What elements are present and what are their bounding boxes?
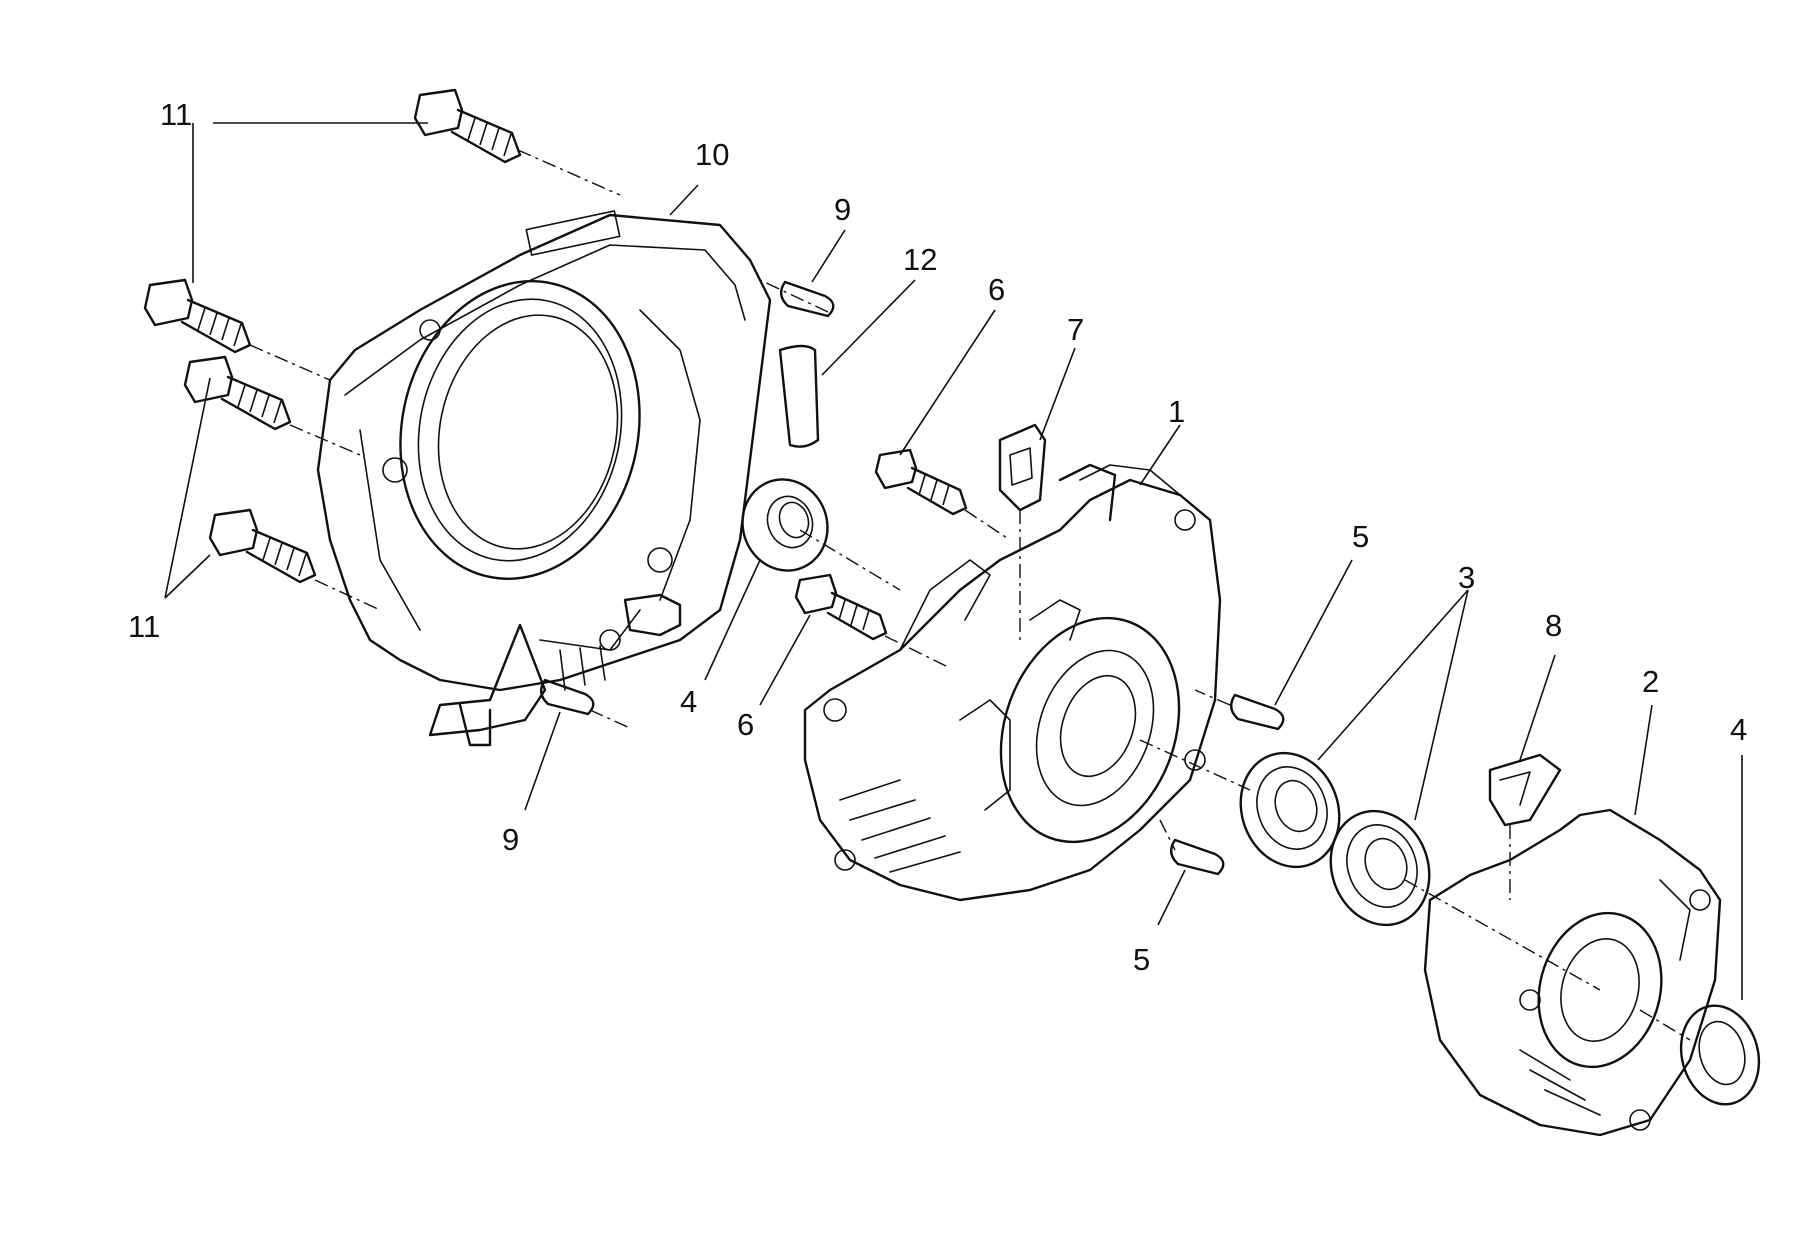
callout-labels: 11 10 9 12 6 7 1 5 3 8 2 4 11 4 6 9 5 xyxy=(128,97,1747,977)
bolt-lower-6 xyxy=(794,573,888,641)
flange-bolt-upper-left xyxy=(143,278,252,354)
ball-bearing-right-3 xyxy=(1329,809,1431,927)
callout-4-left: 4 xyxy=(680,684,697,719)
callout-11-bottom: 11 xyxy=(128,609,160,644)
dowel-pin-upper-5 xyxy=(1230,693,1285,731)
flange-bolt-lower-left xyxy=(208,508,317,584)
ball-bearing-left-3 xyxy=(1239,751,1341,869)
dowel-pin-lower-5 xyxy=(1170,838,1225,876)
callout-4-right: 4 xyxy=(1730,712,1747,747)
callout-2: 2 xyxy=(1642,664,1659,699)
breather-clip-part-7 xyxy=(998,423,1047,512)
callout-10: 10 xyxy=(695,137,729,172)
callout-6-bottom: 6 xyxy=(737,707,754,742)
callout-1: 1 xyxy=(1168,394,1185,429)
bolt-upper-6 xyxy=(874,448,968,516)
leader-lines xyxy=(164,122,1743,1000)
callout-3: 3 xyxy=(1458,560,1475,595)
fan-housing-part-10 xyxy=(316,210,772,747)
callout-6-top: 6 xyxy=(988,272,1005,307)
gasket-strip-part-12 xyxy=(778,344,820,448)
callout-9-bottom: 9 xyxy=(502,822,519,857)
callout-11-top: 11 xyxy=(160,97,192,132)
crankcase-half-part-2 xyxy=(1423,808,1722,1137)
callout-8: 8 xyxy=(1545,608,1562,643)
flange-bolt-top xyxy=(413,88,522,164)
oil-seal-right-4 xyxy=(1679,1004,1761,1106)
callout-12: 12 xyxy=(903,242,937,277)
callout-5-top: 5 xyxy=(1352,519,1369,554)
breather-clip-part-8 xyxy=(1488,753,1562,827)
callout-7: 7 xyxy=(1067,312,1084,347)
oil-seal-left-4 xyxy=(741,478,829,572)
dowel-pin-lower-9 xyxy=(540,678,595,716)
crankcase-half-part-1 xyxy=(803,463,1222,902)
callout-5-bottom: 5 xyxy=(1133,942,1150,977)
dowel-pin-upper-9 xyxy=(780,280,835,318)
flange-bolt-middle-left xyxy=(183,355,292,431)
assembly-axes xyxy=(249,149,1691,1041)
callout-9-top: 9 xyxy=(834,192,851,227)
